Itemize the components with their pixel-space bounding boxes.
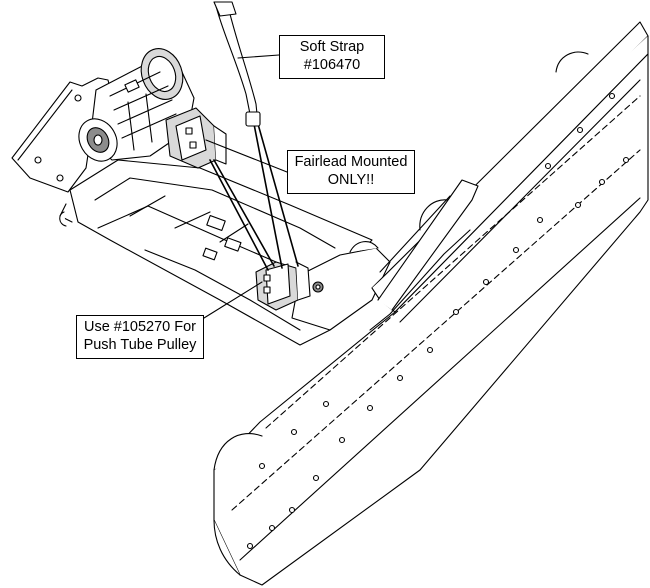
callout-pulley-line2: Push Tube Pulley <box>83 337 197 353</box>
callout-fairlead-line1: Fairlead Mounted <box>294 154 408 170</box>
callout-fairlead-line2: ONLY!! <box>327 172 375 188</box>
push-tube-pulley <box>255 261 311 311</box>
callout-pulley-line1: Use #105270 For <box>83 319 197 335</box>
leader-lines <box>203 54 288 319</box>
callout-push-tube-pulley: Use #105270 For Push Tube Pulley <box>76 315 204 359</box>
callout-fairlead: Fairlead Mounted ONLY!! <box>287 150 415 194</box>
plow-blade <box>213 21 649 586</box>
callout-soft-strap-line2: #106470 <box>303 57 361 73</box>
callout-soft-strap-line1: Soft Strap <box>299 39 365 55</box>
fairlead-bracket <box>165 107 227 169</box>
soft-strap <box>209 1 299 271</box>
pivot-plate <box>291 241 391 331</box>
callout-soft-strap: Soft Strap #106470 <box>279 35 385 79</box>
